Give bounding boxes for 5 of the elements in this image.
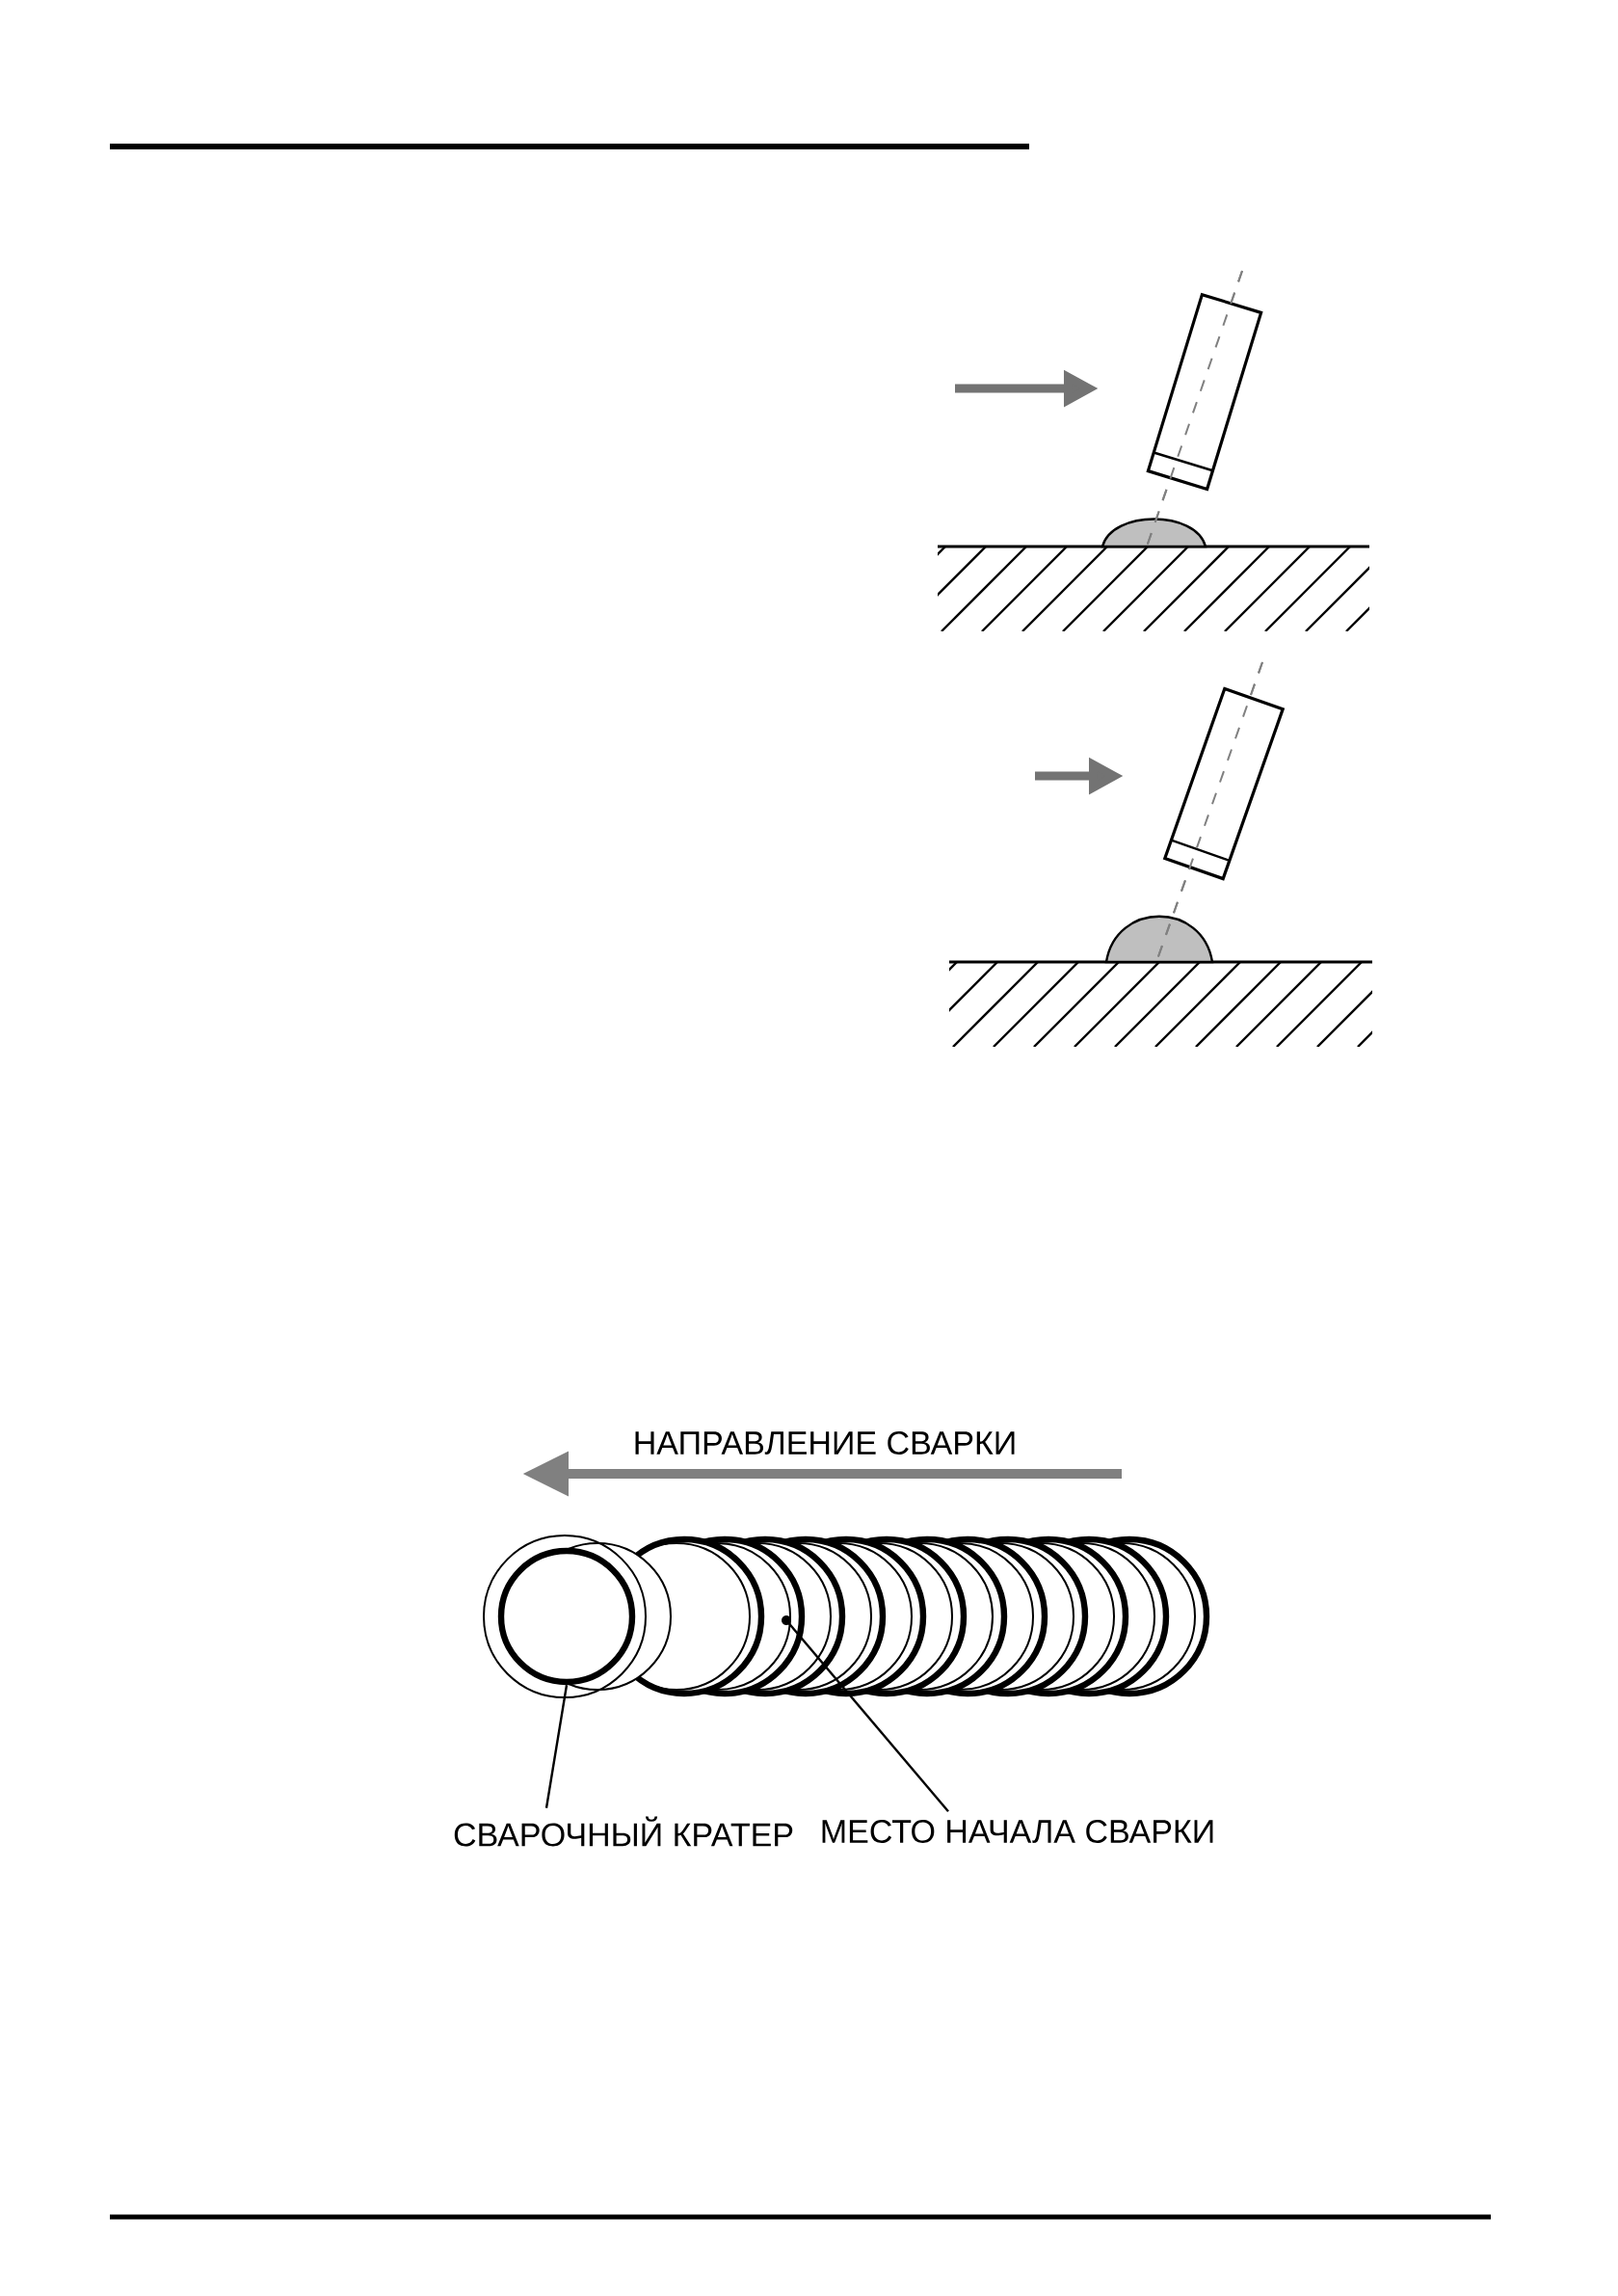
direction-label: НАПРАВЛЕНИЕ СВАРКИ <box>635 1431 1015 1455</box>
callout-label: МЕСТО НАЧАЛА СВАРКИ <box>822 1820 1213 1844</box>
crater-circle <box>497 1547 636 1686</box>
callout-label: СВАРОЧНЫЙ КРАТЕР <box>454 1816 793 1847</box>
leader-line <box>544 1685 569 1808</box>
